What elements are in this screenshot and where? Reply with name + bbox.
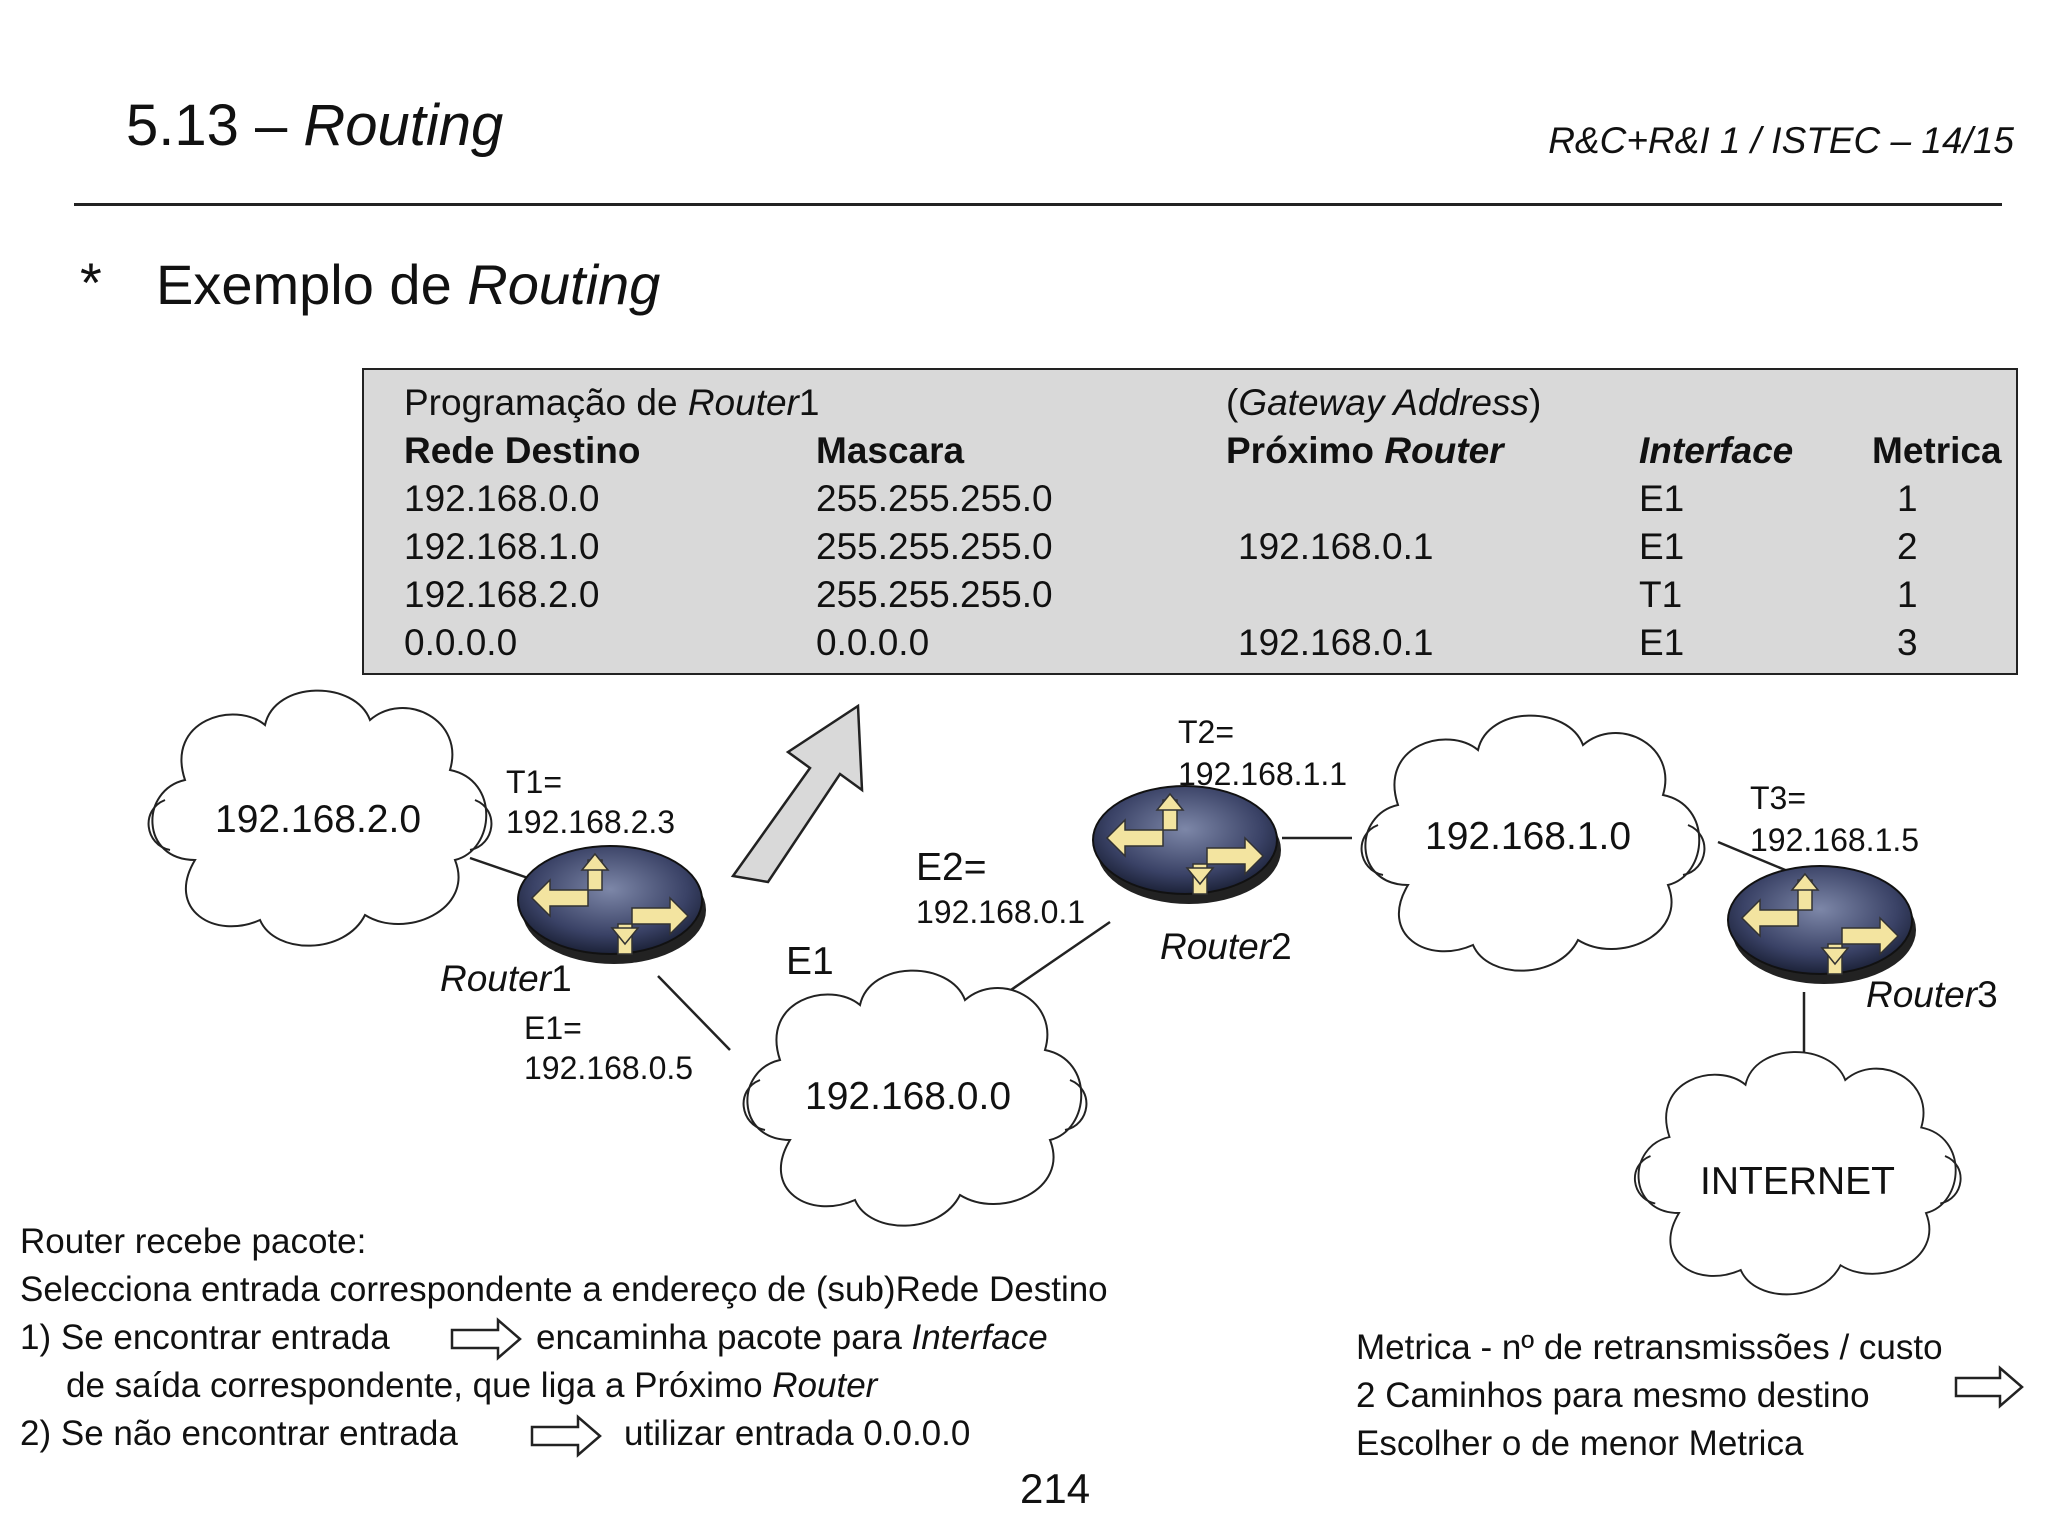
- router3-label: Router3: [1866, 974, 1998, 1016]
- net-label-internet: INTERNET: [1700, 1160, 1895, 1203]
- col-proximo-prefix: Próximo: [1226, 430, 1385, 471]
- explanation-line-4: de saída correspondente, que liga a Próx…: [66, 1366, 877, 1406]
- page-number: 214: [1020, 1465, 1091, 1512]
- gateway-paren-open: (: [1226, 382, 1239, 423]
- t2-label: T2=: [1178, 714, 1235, 750]
- router3-num: 3: [1977, 974, 1998, 1015]
- metric-note-line-2: 2 Caminhos para mesmo destino: [1356, 1376, 1870, 1415]
- t1-label: T1=: [506, 764, 563, 800]
- row-4-metrica: 3: [1897, 622, 1918, 663]
- net-label-192-168-2-0: 192.168.2.0: [215, 798, 422, 841]
- router3-name: Router: [1866, 974, 1978, 1015]
- col-metrica: Metrica: [1872, 430, 2002, 471]
- t2-ip: 192.168.1.1: [1178, 756, 1348, 792]
- col-interface: Interface: [1639, 430, 1794, 471]
- explanation-line-3c: Interface: [911, 1318, 1048, 1357]
- link-net0-router2: [1007, 920, 1111, 994]
- router2-name: Router: [1160, 926, 1272, 967]
- net-label-192-168-1-0: 192.168.1.0: [1425, 815, 1632, 858]
- metric-note-line-3: Escolher o de menor Metrica: [1356, 1424, 1804, 1463]
- table-heading-router: Router: [687, 382, 799, 423]
- link-net1-router3: [1717, 840, 1791, 874]
- subtitle-prefix: Exemplo de: [156, 253, 468, 316]
- router1-num: 1: [551, 958, 572, 999]
- link-net2-router1: [469, 856, 529, 880]
- router3-icon: [1727, 865, 1917, 985]
- metric-note-line-1: Metrica - nº de retransmissões / custo: [1356, 1328, 1943, 1367]
- explanation-line-5b: utilizar entrada 0.0.0.0: [624, 1414, 971, 1453]
- row-3-rede: 192.168.2.0: [404, 574, 600, 615]
- row-4-rede: 0.0.0.0: [404, 622, 518, 663]
- e1-label: E1=: [524, 1010, 582, 1046]
- row-1-mascara: 255.255.255.0: [816, 478, 1053, 519]
- table-heading-suffix: 1: [798, 382, 820, 423]
- row-3-mascara: 255.255.255.0: [816, 574, 1053, 615]
- routing-table: Programação de Router1 (Gateway Address)…: [362, 368, 2018, 675]
- gateway-heading: (Gateway Address): [1226, 382, 1541, 424]
- table-pointer-arrow: [730, 703, 864, 884]
- row-3-metrica: 1: [1897, 574, 1918, 615]
- row-4-mascara: 0.0.0.0: [816, 622, 930, 663]
- explanation-line-3b: encaminha pacote para Interface: [536, 1318, 1048, 1358]
- explanation-line-4a: de saída correspondente, que liga a Próx…: [66, 1366, 773, 1405]
- subtitle: Exemplo de Routing: [156, 252, 660, 317]
- section-number: 5.13 –: [126, 93, 304, 158]
- subtitle-emphasis: Routing: [467, 253, 661, 316]
- net-label-192-168-0-0: 192.168.0.0: [805, 1075, 1012, 1118]
- row-2-proximo: 192.168.0.1: [1238, 526, 1434, 567]
- table-heading: Programação de Router1: [404, 382, 819, 424]
- slide-title: 5.13 – Routing: [126, 92, 503, 159]
- col-proximo-router: Próximo Router: [1226, 430, 1504, 472]
- gateway-paren-close: ): [1528, 382, 1542, 423]
- header-divider: [74, 203, 2002, 206]
- router1-icon: [517, 845, 707, 965]
- e1-interface-tag: E1: [786, 940, 834, 983]
- t3-label: T3=: [1750, 780, 1807, 816]
- table-heading-prefix: Programação de: [404, 382, 688, 423]
- col-mascara: Mascara: [816, 430, 965, 471]
- gateway-label: Gateway Address: [1238, 382, 1529, 423]
- t1-ip: 192.168.2.3: [506, 804, 676, 840]
- link-router1-net0: [657, 975, 731, 1051]
- row-3-interface: T1: [1639, 574, 1683, 615]
- row-4-interface: E1: [1639, 622, 1685, 663]
- right-arrow-icon-1: [450, 1317, 522, 1361]
- explanation-line-5a: 2) Se não encontrar entrada: [20, 1414, 458, 1453]
- row-2-rede: 192.168.1.0: [404, 526, 600, 567]
- bullet-star: *: [80, 251, 102, 314]
- right-arrow-icon-3: [1954, 1365, 2024, 1409]
- row-2-metrica: 2: [1897, 526, 1918, 567]
- router2-num: 2: [1271, 926, 1292, 967]
- router1-label: Router1: [440, 958, 572, 1000]
- row-1-interface: E1: [1639, 478, 1685, 519]
- router2-icon: [1092, 785, 1282, 905]
- explanation-line-3b-text: encaminha pacote para: [536, 1318, 912, 1357]
- col-rede-destino: Rede Destino: [404, 430, 641, 471]
- explanation-line-2: Selecciona entrada correspondente a ende…: [20, 1270, 1108, 1309]
- right-arrow-icon-2: [530, 1414, 602, 1458]
- explanation-line-1: Router recebe pacote:: [20, 1222, 367, 1261]
- e1-ip: 192.168.0.5: [524, 1050, 694, 1086]
- row-1-metrica: 1: [1897, 478, 1918, 519]
- row-2-mascara: 255.255.255.0: [816, 526, 1053, 567]
- course-label: R&C+R&I 1 / ISTEC – 14/15: [1548, 120, 2014, 161]
- t3-ip: 192.168.1.5: [1750, 822, 1920, 858]
- e2-ip: 192.168.0.1: [916, 894, 1086, 930]
- col-proximo-router-word: Router: [1384, 430, 1504, 471]
- row-1-rede: 192.168.0.0: [404, 478, 600, 519]
- router2-label: Router2: [1160, 926, 1292, 968]
- row-4-proximo: 192.168.0.1: [1238, 622, 1434, 663]
- explanation-line-4b: Router: [772, 1366, 878, 1405]
- row-2-interface: E1: [1639, 526, 1685, 567]
- section-title: Routing: [303, 93, 504, 158]
- explanation-line-3a: 1) Se encontrar entrada: [20, 1318, 390, 1357]
- e2-label: E2=: [916, 846, 987, 889]
- router1-name: Router: [440, 958, 552, 999]
